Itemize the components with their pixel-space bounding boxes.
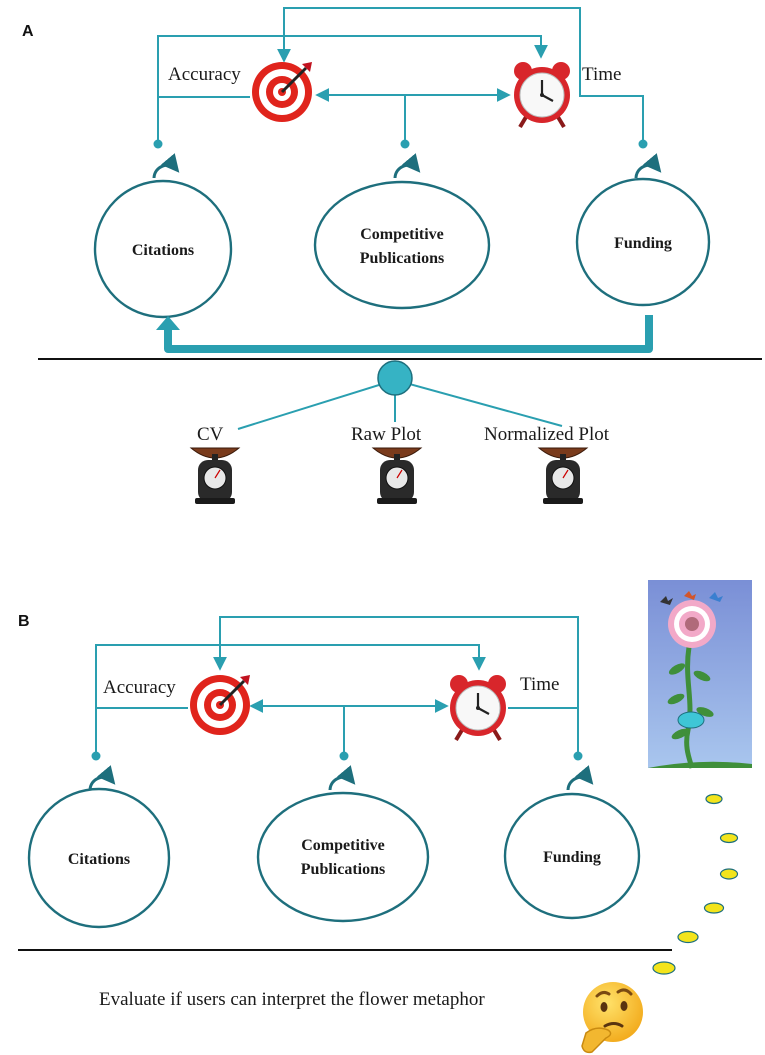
competitive-publications-label-line1: Competitive (301, 837, 385, 854)
competitive-publications-label-line1: Competitive (360, 226, 444, 243)
flower-icon (648, 580, 752, 769)
raw-plot-label: Raw Plot (351, 424, 422, 445)
competitive-publications-node (313, 180, 491, 310)
panel-b-letter: B (18, 613, 30, 630)
time-label: Time (520, 674, 559, 695)
cycle-arrow-icon (636, 165, 659, 178)
cycle-arrow-icon (568, 777, 591, 790)
funding-node (503, 792, 641, 920)
connector-dot (339, 751, 349, 761)
scale-branch-right (394, 379, 563, 427)
weighing-scale-icon (190, 447, 240, 505)
weighing-scale-icon (538, 447, 588, 505)
normalized-plot-label: Normalized Plot (484, 424, 610, 445)
alarm-clock-icon (512, 60, 572, 129)
top-loop-connector (277, 7, 644, 140)
panel-a-letter: A (22, 23, 34, 40)
competitive-publications-label-line2: Publications (360, 250, 444, 267)
cycle-arrow-icon (154, 165, 177, 178)
stepping-stones (652, 793, 739, 975)
panel-b: B Accuracy Time Citations Competitive Pu… (18, 580, 752, 1054)
scale-branch-left (237, 379, 396, 430)
competitive-publications-node (256, 791, 430, 923)
connector-dot (153, 139, 163, 149)
caption-text: Evaluate if users can interpret the flow… (99, 989, 485, 1010)
cv-label: CV (197, 424, 224, 445)
target-icon (250, 60, 314, 124)
thinking-face-icon (581, 982, 643, 1054)
competitive-publications-label-line2: Publications (301, 861, 385, 878)
return-arrow-head (156, 316, 180, 330)
target-icon (188, 673, 252, 737)
time-label: Time (582, 64, 621, 85)
citations-node (27, 787, 171, 929)
accuracy-label: Accuracy (168, 64, 241, 85)
citations-to-time-connector (157, 35, 548, 140)
connector-dot (91, 751, 101, 761)
connector-dot (400, 139, 410, 149)
connector-dot (638, 139, 648, 149)
connector-dot (573, 751, 583, 761)
funding-node (575, 177, 711, 307)
return-arrow (164, 315, 653, 353)
weighing-scale-icon (372, 447, 422, 505)
citations-node-label: Citations (68, 851, 130, 868)
funding-node-label: Funding (543, 849, 601, 866)
alarm-clock-icon (448, 673, 508, 742)
citations-node-label: Citations (132, 242, 194, 259)
citations-node (93, 179, 233, 319)
fulcrum-dot (377, 360, 413, 396)
cycle-arrow-icon (395, 165, 418, 178)
citations-to-time-connector (95, 644, 486, 752)
funding-node-label: Funding (614, 235, 672, 252)
cycle-arrow-icon (330, 777, 353, 790)
top-loop-connector (213, 616, 579, 752)
accuracy-label: Accuracy (103, 677, 176, 698)
panel-a: A Accuracy Time Citations Competitive Pu… (22, 7, 762, 505)
